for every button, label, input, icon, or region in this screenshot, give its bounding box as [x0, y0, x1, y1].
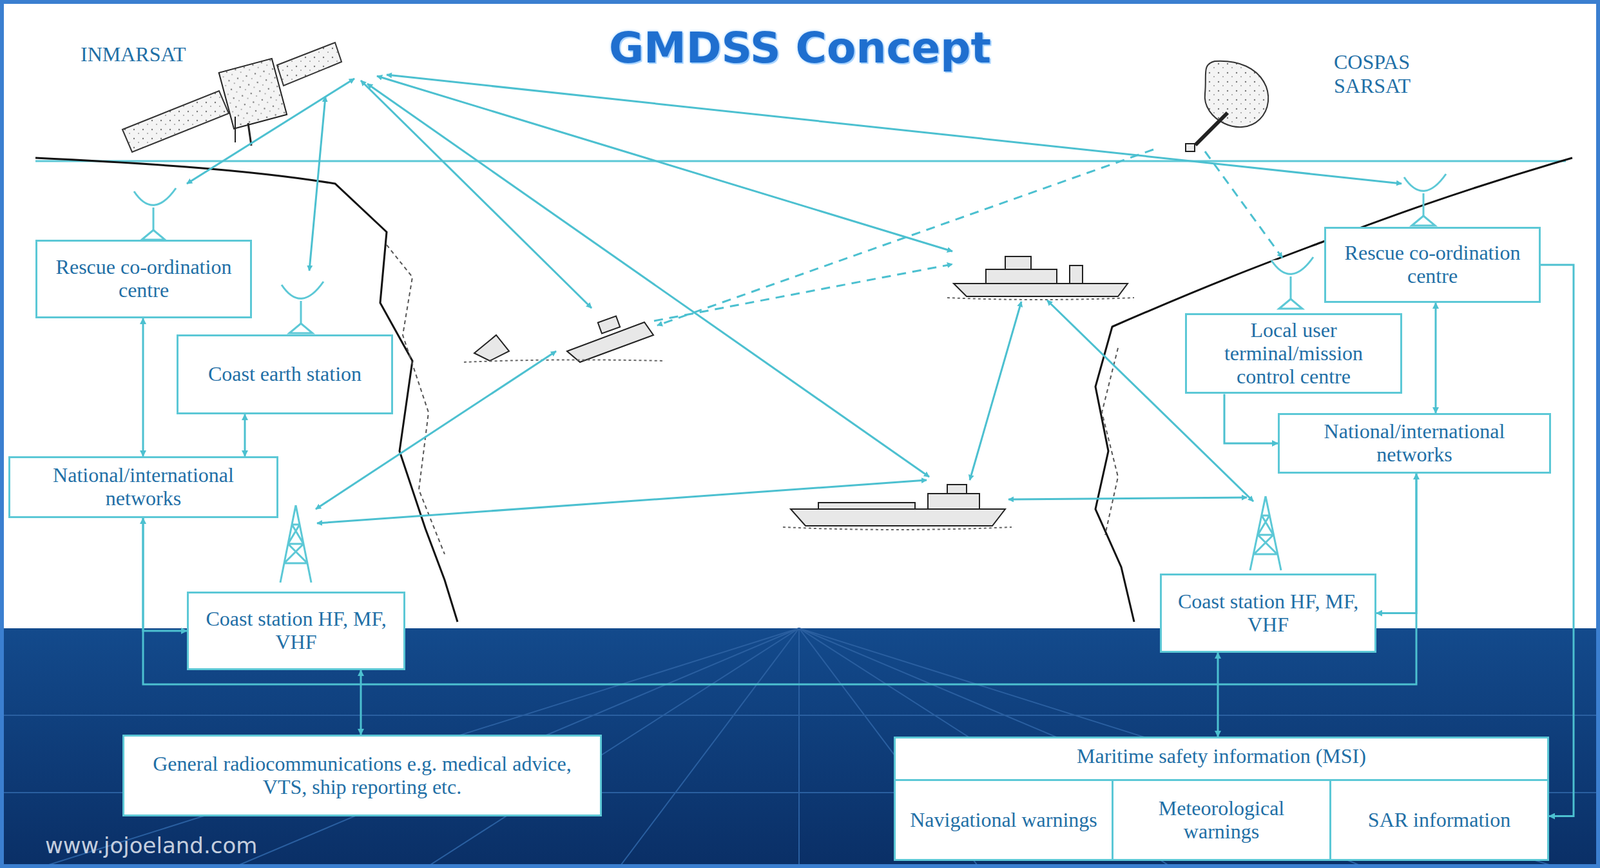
text-box: Local user terminal/mission control cent…	[1185, 313, 1403, 394]
right-cliff	[1095, 157, 1573, 622]
text-label: INMARSAT	[80, 42, 187, 67]
left-cliff	[35, 157, 458, 622]
text-box: SAR information	[1329, 779, 1550, 861]
box-text: Coast station HF, MF, VHF	[1168, 590, 1369, 637]
connector	[1376, 473, 1417, 614]
cospas-sarsat-satellite	[1185, 61, 1269, 152]
box-text: SAR information	[1368, 808, 1511, 832]
text-box: Coast earth station	[176, 334, 394, 415]
connector	[1540, 264, 1574, 817]
ship	[947, 256, 1135, 300]
satellite-dish	[134, 173, 1446, 334]
distress-signal	[654, 149, 1283, 326]
connector	[142, 318, 145, 457]
box-text: General radiocommunications e.g. medical…	[130, 752, 594, 800]
box-text: Rescue co-ordination centre	[43, 255, 244, 303]
sinking-ship	[463, 315, 664, 363]
box-text: Maritime safety information (MSI)	[1076, 744, 1367, 769]
connector	[360, 670, 363, 735]
text-box: National/international networks	[1277, 413, 1552, 474]
text-box: General radiocommunications e.g. medical…	[122, 734, 602, 817]
horizon-line	[35, 160, 1566, 163]
connector	[143, 518, 187, 631]
text-box: Navigational warnings	[893, 779, 1114, 861]
connector	[1217, 652, 1220, 737]
ship	[782, 484, 1012, 530]
connector	[143, 473, 1417, 685]
radio-link	[186, 74, 1402, 524]
text-box: Rescue co-ordination centre	[35, 239, 252, 319]
box-text: Coast earth station	[208, 362, 362, 386]
connector	[1224, 393, 1278, 444]
cliff-shading	[386, 244, 445, 555]
text-box: National/international networks	[8, 456, 279, 519]
text-box: Meteorological warnings	[1111, 779, 1332, 861]
box-text: Meteorological warnings	[1119, 797, 1323, 844]
text-box: Coast station HF, MF, VHF	[186, 591, 406, 671]
box-text: National/international networks	[1286, 420, 1543, 467]
text-label: COSPAS SARSAT	[1333, 50, 1431, 98]
text-label: www.jojoeland.com	[45, 832, 258, 859]
box-text: Coast station HF, MF, VHF	[195, 607, 397, 655]
cliff-shading	[1101, 347, 1119, 535]
connector	[244, 414, 247, 457]
box-text: Rescue co-ordination centre	[1332, 241, 1533, 289]
text-box: Rescue co-ordination centre	[1324, 226, 1541, 303]
box-text: National/international networks	[16, 463, 270, 511]
connector	[1435, 302, 1437, 414]
box-text: Navigational warnings	[909, 808, 1098, 832]
text-box: Coast station HF, MF, VHF	[1159, 573, 1377, 653]
msi-panel: Maritime safety information (MSI) Navigat…	[893, 736, 1550, 859]
radio-tower	[280, 496, 1282, 583]
box-text: Local user terminal/mission control cent…	[1193, 318, 1394, 388]
